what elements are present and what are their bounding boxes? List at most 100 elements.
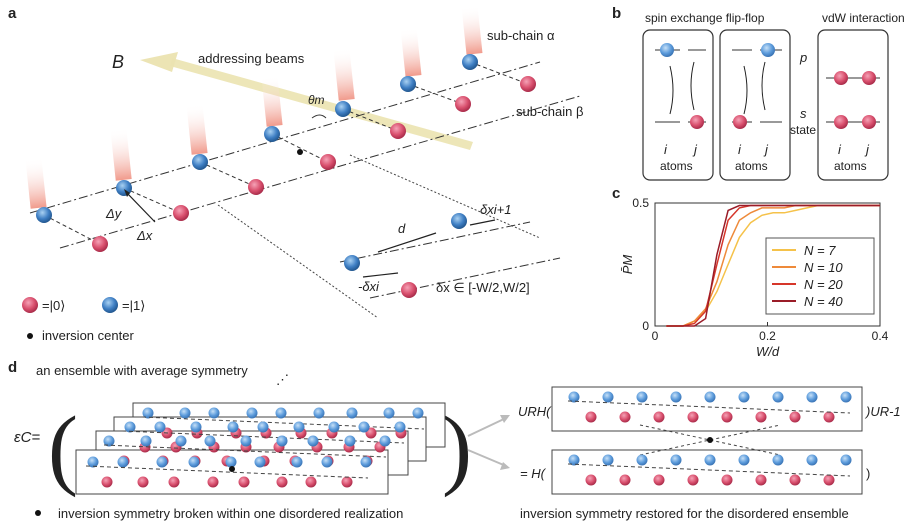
panel-b-label: b (612, 5, 621, 22)
legend-0: =|0⟩ (42, 298, 65, 313)
p-level: p (799, 50, 807, 65)
bottom-right-expr: ) (866, 466, 870, 481)
card1-dash (141, 416, 425, 430)
card4-blue-atom (87, 456, 99, 468)
ur-dash (567, 400, 851, 414)
sub-chain-beta-atoms (92, 76, 536, 252)
card3-blue-atom (175, 435, 187, 447)
top-right-expr: )UR-1 (864, 404, 901, 419)
vdw-box (817, 29, 889, 181)
card1-blue-atom (246, 407, 258, 419)
panel-d-label: d (8, 359, 17, 376)
b2-atoms: atoms (735, 159, 768, 173)
ur-blue-atom (670, 391, 682, 403)
card3-blue-atom (140, 435, 152, 447)
panel-c-label: c (612, 185, 620, 202)
card2-blue-atom (190, 421, 202, 433)
card3-blue-atom (103, 435, 115, 447)
h-blue-atom (568, 454, 580, 466)
state-label: state (790, 123, 816, 137)
s-level: s (800, 106, 807, 121)
note-restored: inversion symmetry restored for the diso… (520, 506, 849, 521)
dx-label: Δx (136, 228, 153, 243)
h-dash (567, 463, 851, 477)
card4-blue-atom (360, 456, 372, 468)
lattice-rungs (43, 61, 529, 245)
panel-d: d an ensemble with average symmetry ⋰ εC… (8, 359, 901, 521)
b3-i: i (838, 142, 842, 157)
legend-red-atom (22, 297, 38, 313)
card4-blue-atom (117, 456, 129, 468)
sub-chain-alpha-label: sub-chain α (487, 28, 555, 43)
right-paren: ) (442, 399, 472, 498)
card1-blue-atom (179, 407, 191, 419)
theta-arc (311, 114, 327, 119)
card3-blue-atom (379, 435, 391, 447)
card3-blue-atom (307, 435, 319, 447)
b1-j: j (692, 142, 698, 157)
legend-blue-atom (102, 297, 118, 313)
b1-atoms: atoms (660, 159, 693, 173)
ur-red-atom (721, 411, 733, 423)
card1-blue-atom (208, 407, 220, 419)
legend-1: =|1⟩ (122, 298, 145, 313)
ur-blue-atom (602, 391, 614, 403)
beams (25, 5, 483, 209)
card-inversion-dot (229, 466, 235, 472)
card1-blue-atom (346, 407, 358, 419)
flip-flop-title: spin exchange flip-flop (645, 11, 765, 25)
ensemble-subtitle: an ensemble with average symmetry (36, 363, 248, 378)
ur-blue-atom (806, 391, 818, 403)
legend-entry-3: N = 20 (804, 277, 843, 292)
h-blue-atom (738, 454, 750, 466)
vdw-title: vdW interaction (822, 11, 905, 25)
h-red-atom (619, 474, 631, 486)
ur-red-atom (789, 411, 801, 423)
dy-label: Δy (105, 206, 123, 221)
card3-blue-atom (240, 435, 252, 447)
h-red-atom (721, 474, 733, 486)
legend-entry-1: N = 7 (804, 243, 836, 258)
card4-red-atom (341, 476, 353, 488)
panel-b: b spin exchange flip-flop vdW interactio… (612, 5, 905, 181)
h-blue-atom (840, 454, 852, 466)
sub-chain-alpha-atoms (36, 54, 478, 223)
ur-red-atom (687, 411, 699, 423)
h-red-atom (653, 474, 665, 486)
left-paren: ( (48, 399, 78, 498)
card4-red-atom (168, 476, 180, 488)
card2-blue-atom (328, 421, 340, 433)
note-broken: inversion symmetry broken within one dis… (58, 506, 403, 521)
top-left-expr: URH( (518, 404, 552, 419)
ur-blue-atom (772, 391, 784, 403)
card3-blue-atom (344, 435, 356, 447)
ur-red-atom (823, 411, 835, 423)
dy-arrow (125, 191, 156, 223)
card2-blue-atom (394, 421, 406, 433)
x-tick-label: 0 (652, 329, 659, 343)
b3-j: j (864, 142, 870, 157)
right-atoms (567, 391, 852, 486)
b2-i: i (738, 142, 742, 157)
y-tick-label: 0 (642, 319, 649, 333)
card2-dash (121, 430, 405, 444)
card4-red-atom (238, 476, 250, 488)
legend-entry-4: N = 40 (804, 294, 843, 309)
dx-i-label: -δxi (358, 279, 380, 294)
card4-blue-atom (225, 456, 237, 468)
b3-atoms: atoms (834, 159, 867, 173)
ur-red-atom (755, 411, 767, 423)
inset (339, 213, 561, 299)
series-line-4 (666, 204, 880, 327)
card2-blue-atom (257, 421, 269, 433)
inversion-center-dot (297, 149, 303, 155)
range-label: δx ∈ [-W/2,W/2] (436, 280, 530, 295)
h-red-atom (585, 474, 597, 486)
sub-chain-beta-label: sub-chain β (516, 104, 583, 119)
h-red-atom (789, 474, 801, 486)
card3-dash (103, 444, 387, 458)
ur-blue-atom (840, 391, 852, 403)
card4-dash (85, 465, 369, 479)
field-label: B (112, 52, 124, 72)
